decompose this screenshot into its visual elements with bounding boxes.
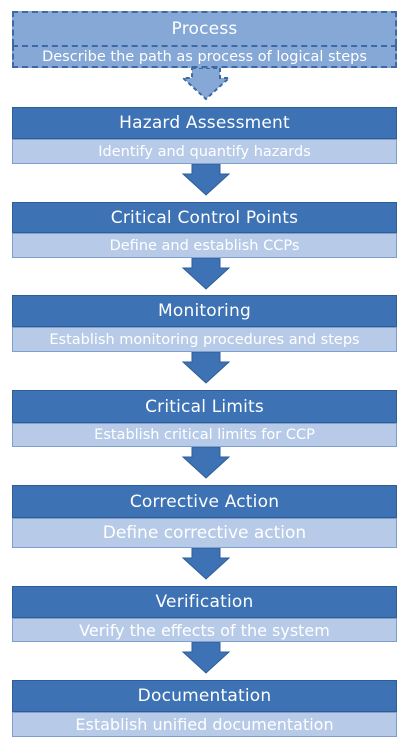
step-critical-control-points: Critical Control Points Define and estab…: [12, 202, 397, 258]
down-arrow-icon: [182, 548, 230, 580]
down-arrow-icon: [182, 352, 230, 384]
step-corrective-action: Corrective Action Define corrective acti…: [12, 485, 397, 548]
step-title: Critical Limits: [12, 390, 397, 423]
step-description: Define corrective action: [12, 518, 397, 548]
step-title: Hazard Assessment: [12, 107, 397, 139]
step-title: Documentation: [12, 680, 397, 712]
step-description: Describe the path as process of logical …: [12, 45, 397, 68]
step-verification: Verification Verify the effects of the s…: [12, 586, 397, 642]
step-hazard-assessment: Hazard Assessment Identify and quantify …: [12, 107, 397, 164]
down-arrow-icon: [182, 258, 230, 290]
step-description: Verify the effects of the system: [12, 618, 397, 642]
step-description: Establish monitoring procedures and step…: [12, 327, 397, 352]
step-critical-limits: Critical Limits Establish critical limit…: [12, 390, 397, 447]
step-description: Define and establish CCPs: [12, 233, 397, 258]
step-process: Process Describe the path as process of …: [12, 11, 397, 68]
step-title: Process: [12, 11, 397, 45]
down-arrow-icon: [182, 642, 230, 674]
step-monitoring: Monitoring Establish monitoring procedur…: [12, 295, 397, 352]
step-documentation: Documentation Establish unified document…: [12, 680, 397, 737]
step-description: Establish critical limits for CCP: [12, 423, 397, 447]
step-title: Critical Control Points: [12, 202, 397, 233]
down-arrow-icon: [182, 164, 230, 196]
step-title: Verification: [12, 586, 397, 618]
dashed-down-arrow-icon: [182, 68, 230, 100]
down-arrow-icon: [182, 447, 230, 479]
step-title: Corrective Action: [12, 485, 397, 518]
step-description: Establish unified documentation: [12, 712, 397, 737]
step-title: Monitoring: [12, 295, 397, 327]
step-description: Identify and quantify hazards: [12, 139, 397, 164]
